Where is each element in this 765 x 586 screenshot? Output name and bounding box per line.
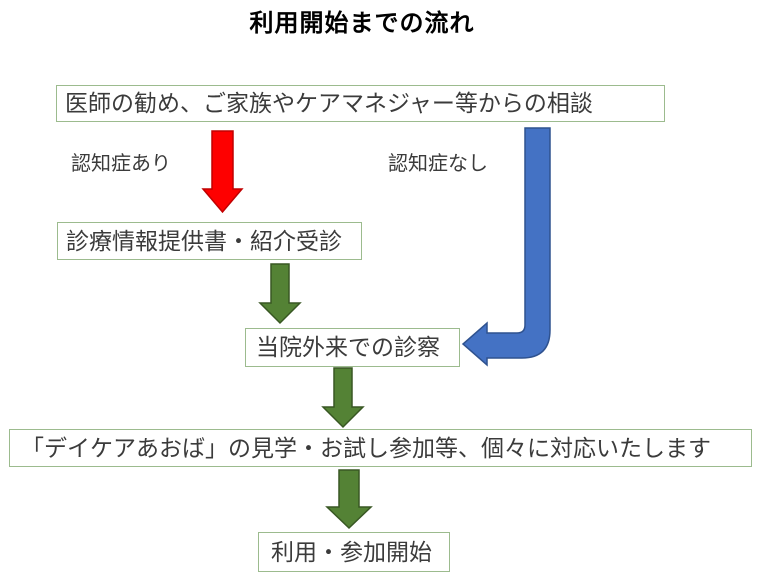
label-dementia-no: 認知症なし: [388, 153, 488, 175]
box-consultation: 医師の勧め、ご家族やケアマネジャー等からの相談: [56, 85, 665, 122]
page-title: 利用開始までの流れ: [249, 10, 475, 37]
box-start: 利用・参加開始: [258, 532, 450, 572]
box-outpatient: 当院外来での診察: [245, 328, 460, 367]
box-referral: 診療情報提供書・紹介受診: [57, 222, 362, 260]
green-down-arrow-3: [325, 469, 373, 530]
box-trial: 「デイケアあおば」の見学・お試し参加等、個々に対応いたします: [9, 429, 752, 467]
green-down-arrow-2: [321, 367, 365, 429]
red-down-arrow: [201, 130, 244, 214]
label-dementia-yes: 認知症あり: [71, 153, 171, 175]
green-down-arrow-1: [258, 263, 302, 325]
